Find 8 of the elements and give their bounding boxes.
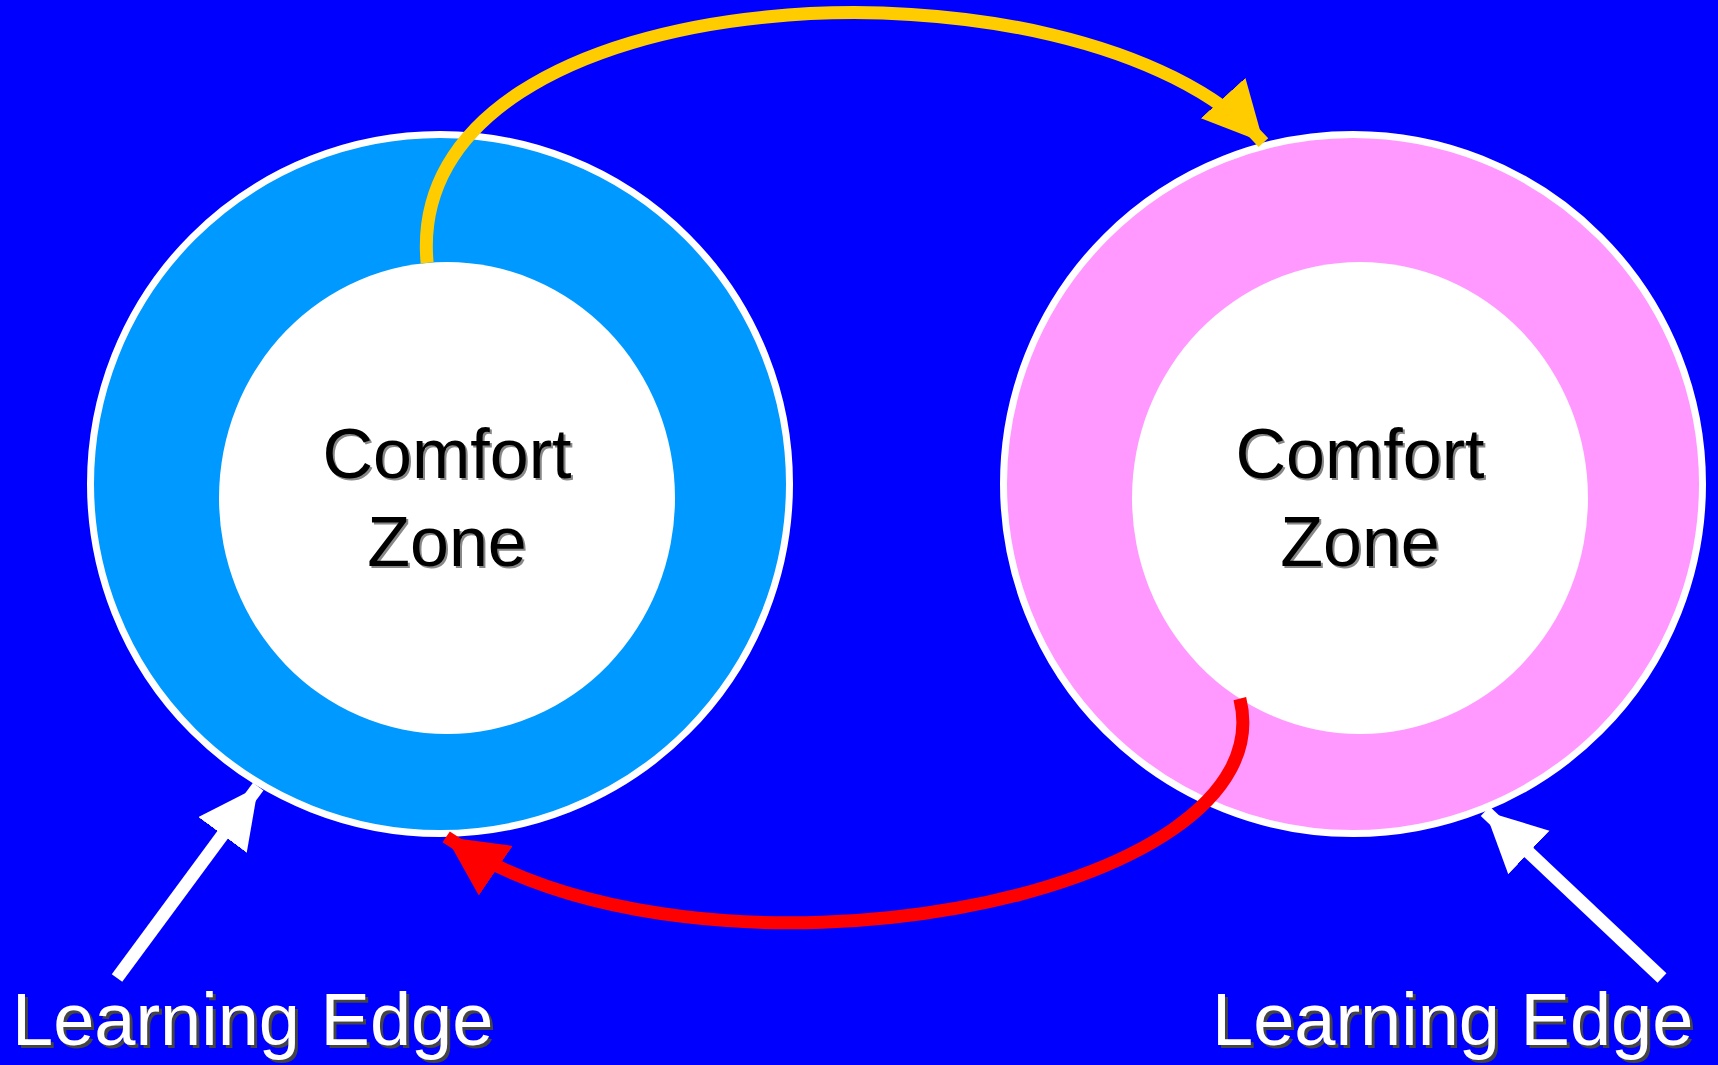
arrow xyxy=(420,6,1268,264)
zone-label: Comfort Zone xyxy=(1234,414,1486,583)
zone-label: Comfort Zone xyxy=(321,414,573,583)
caption-text: Learning Edge xyxy=(1212,978,1712,1062)
arrow xyxy=(1480,806,1667,983)
caption-text: Learning Edge xyxy=(12,978,512,1062)
arrow xyxy=(443,698,1247,930)
arrow xyxy=(111,782,264,982)
